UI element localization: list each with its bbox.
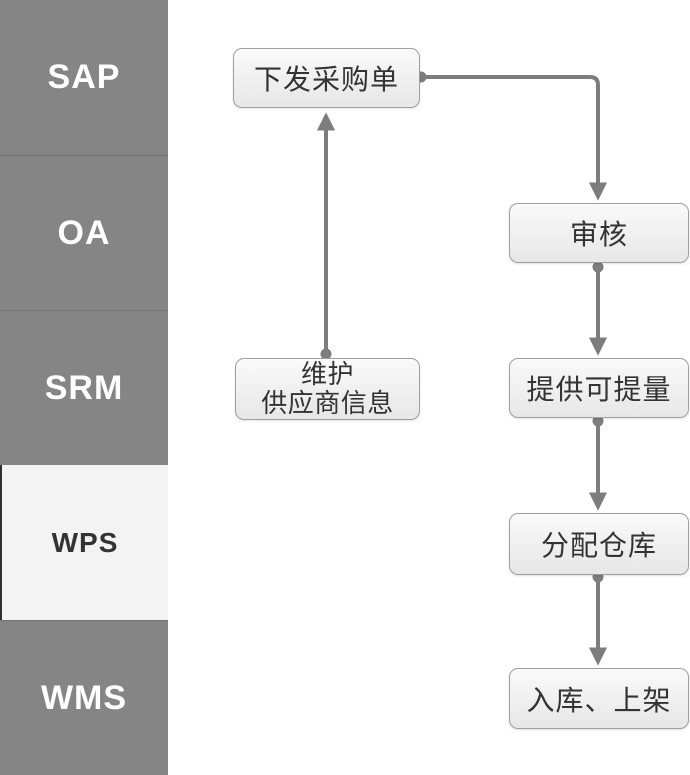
node-provide-available-quantity: 提供可提量	[509, 358, 689, 418]
node-issue-purchase-order: 下发采购单	[233, 48, 420, 108]
lane-label: WMS	[40, 678, 128, 717]
lane-label: OA	[57, 213, 111, 252]
lane-wms: WMS	[0, 620, 168, 775]
edge-origin-dot	[592, 261, 604, 273]
node-label: 分配仓库	[540, 530, 657, 561]
node-label: 提供可提量	[526, 374, 672, 405]
node-label-line1: 维护	[300, 359, 354, 389]
node-maintain-supplier-info: 维护 供应商信息	[235, 358, 420, 420]
lane-oa: OA	[0, 155, 168, 310]
lane-wps-highlighted: WPS	[0, 465, 168, 620]
node-review: 审核	[509, 203, 689, 263]
node-assign-warehouse: 分配仓库	[509, 513, 689, 575]
node-label: 入库、上架	[526, 684, 672, 716]
node-label-line2: 供应商信息	[261, 388, 394, 418]
system-lane-sidebar: SAP OA SRM WPS WMS	[0, 0, 168, 775]
lane-sap: SAP	[0, 0, 168, 155]
node-label: 审核	[569, 219, 628, 250]
node-label: 下发采购单	[253, 64, 399, 95]
edge-issue-po-to-review	[421, 75, 608, 201]
lane-srm: SRM	[0, 310, 168, 465]
lane-label: SRM	[44, 368, 124, 407]
lane-label: WPS	[51, 526, 119, 558]
node-inbound-and-shelving: 入库、上架	[509, 668, 689, 729]
lane-label: SAP	[47, 58, 121, 96]
